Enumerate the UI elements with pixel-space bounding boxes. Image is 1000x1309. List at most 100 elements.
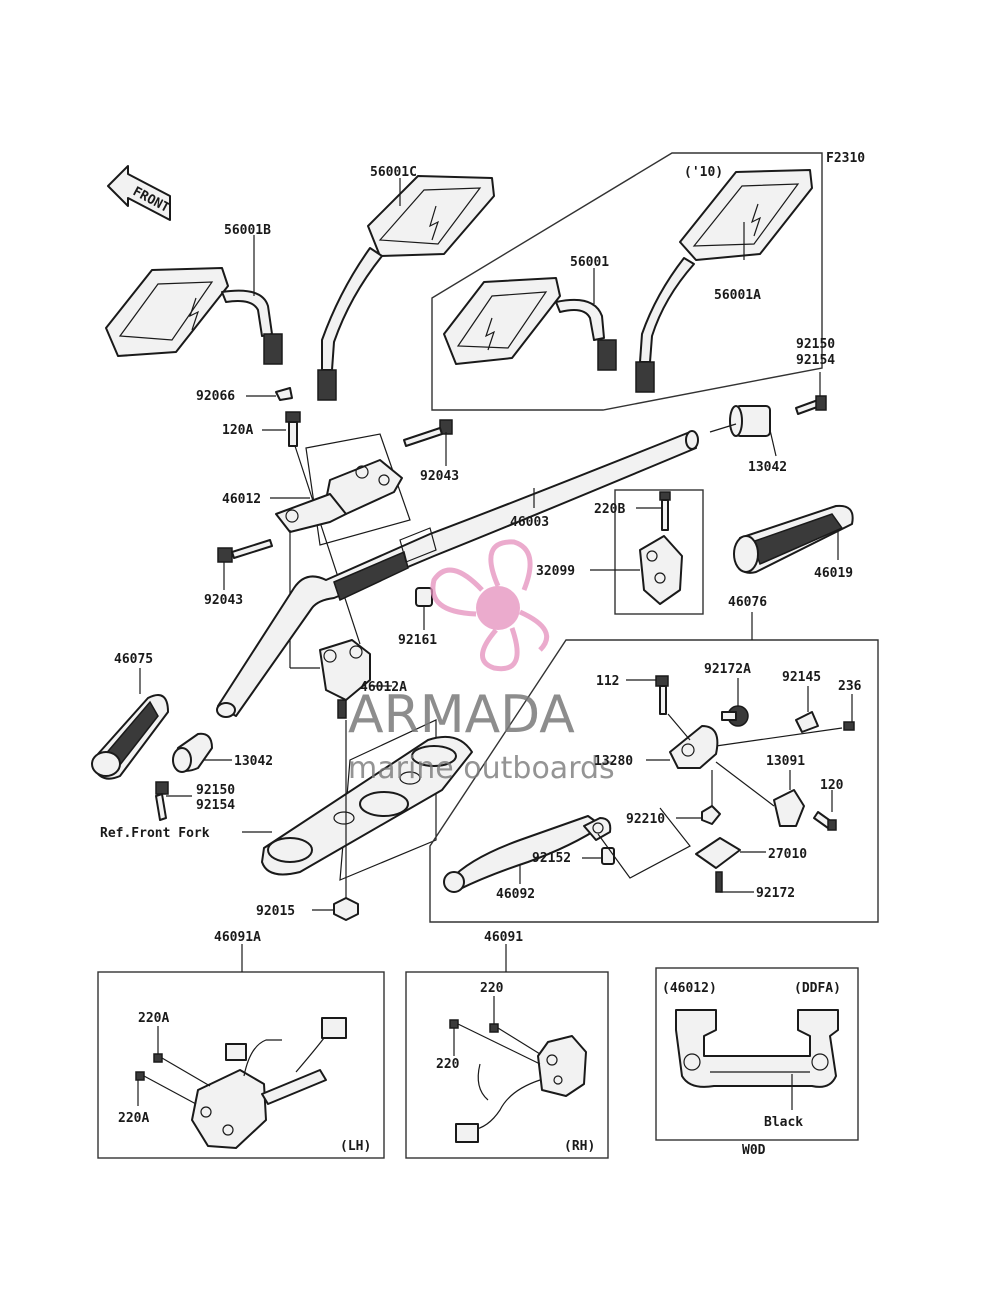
label-120: 120 (820, 778, 844, 793)
label-220A-bottom: 220A (118, 1111, 149, 1126)
housing-32099-box (614, 489, 704, 615)
watermark-brand: ARMADA (348, 685, 575, 745)
label-46012-ref: (46012) (662, 981, 717, 996)
lever-pivot-guide (597, 807, 691, 879)
bolt-220B (659, 491, 671, 531)
label-ddfa: (DDFA) (794, 981, 841, 996)
collar-92161 (415, 587, 433, 607)
label-13042-left: 13042 (234, 754, 273, 769)
label-220A-top: 220A (138, 1011, 169, 1026)
label-black: Black (764, 1115, 803, 1130)
label-120A: 120A (222, 423, 253, 438)
label-46012: 46012 (222, 492, 261, 507)
label-92152: 92152 (532, 851, 571, 866)
clamp-46012 (275, 459, 403, 533)
bolt-92043-right (403, 419, 453, 447)
switch-27010 (695, 837, 741, 869)
switch-92145 (795, 711, 819, 733)
watermark-tagline: marine outboards (348, 751, 615, 786)
label-27010: 27010 (768, 847, 807, 862)
label-220-left: 220 (436, 1057, 460, 1072)
label-92150-bottom: 92150 (196, 783, 235, 798)
watermark-propeller-icon (430, 539, 550, 672)
clamp-46012-ddfa (675, 1009, 839, 1088)
handlebar-46003 (216, 430, 699, 718)
label-92150-top: 92150 (796, 337, 835, 352)
label-92154-bottom: 92154 (196, 798, 235, 813)
bolt-92043-left (217, 539, 273, 563)
mirror-56001 (443, 277, 617, 371)
pin-92152 (601, 847, 615, 865)
label-13091: 13091 (766, 754, 805, 769)
bolt-120A (285, 411, 301, 447)
collar-13042-left (172, 732, 213, 773)
label-56001B: 56001B (224, 223, 271, 238)
label-46091: 46091 (484, 930, 523, 945)
label-220-top: 220 (480, 981, 504, 996)
label-236: 236 (838, 679, 862, 694)
switch-46091 (455, 1035, 587, 1143)
label-220B: 220B (594, 502, 625, 517)
label-13280: 13280 (594, 754, 633, 769)
lever-assembly-box (429, 639, 879, 923)
label-92015: 92015 (256, 904, 295, 919)
label-92172: 92172 (756, 886, 795, 901)
screw-220-top (489, 1023, 541, 1055)
grip-46075 (91, 694, 169, 780)
bolt-120 (813, 811, 837, 831)
nut-92015 (333, 897, 359, 921)
label-46012A: 46012A (360, 680, 407, 695)
label-56001C: 56001C (370, 165, 417, 180)
label-92043-left: 92043 (204, 593, 243, 608)
front-arrow-icon: FRONT (107, 165, 172, 221)
bolt-92150-bottom (155, 781, 169, 821)
label-w0d: W0D (742, 1143, 766, 1158)
label-46076: 46076 (728, 595, 767, 610)
bolt-92150-top (795, 395, 827, 415)
switch-46091A (191, 1017, 347, 1149)
mirror-2010-inset-box (431, 152, 823, 411)
nut-92210 (701, 805, 721, 825)
cover-13091 (773, 789, 805, 827)
clip-92066 (275, 387, 293, 401)
diagram-code: F2310 (826, 151, 865, 166)
label-46019: 46019 (814, 566, 853, 581)
switch-lh-box (97, 971, 385, 1159)
label-92145: 92145 (782, 670, 821, 685)
housing-32099 (639, 535, 683, 605)
label-46003: 46003 (510, 515, 549, 530)
label-46075: 46075 (114, 652, 153, 667)
mirror-56001C (317, 175, 495, 401)
bolt-112 (655, 675, 669, 715)
label-46092: 46092 (496, 887, 535, 902)
triple-clamp-front-fork (261, 736, 473, 876)
screw-220A-bottom (135, 1071, 197, 1105)
label-92210: 92210 (626, 812, 665, 827)
switch-rh-box (405, 971, 609, 1159)
screw-92172 (715, 871, 723, 893)
label-56001A: 56001A (714, 288, 761, 303)
label-rh: (RH) (564, 1139, 595, 1154)
label-32099: 32099 (536, 564, 575, 579)
year-note: ('10) (684, 165, 723, 180)
label-112: 112 (596, 674, 619, 689)
lever-holder-13280 (669, 725, 719, 769)
label-13042-right: 13042 (748, 460, 787, 475)
grip-46019 (733, 504, 854, 574)
screw-220A-top (153, 1053, 211, 1087)
screw-236 (843, 721, 855, 731)
adjuster-92172A (721, 705, 749, 727)
label-92043-right: 92043 (420, 469, 459, 484)
mirror-56001B (105, 267, 283, 365)
label-56001: 56001 (570, 255, 609, 270)
clamp-w0d-box (655, 967, 859, 1141)
label-46091A: 46091A (214, 930, 261, 945)
lever-46092 (443, 815, 612, 893)
mirror-56001A (635, 169, 813, 393)
label-92154-top: 92154 (796, 353, 835, 368)
label-92066: 92066 (196, 389, 235, 404)
lower-clamp-46012A (319, 639, 371, 719)
label-92161: 92161 (398, 633, 437, 648)
